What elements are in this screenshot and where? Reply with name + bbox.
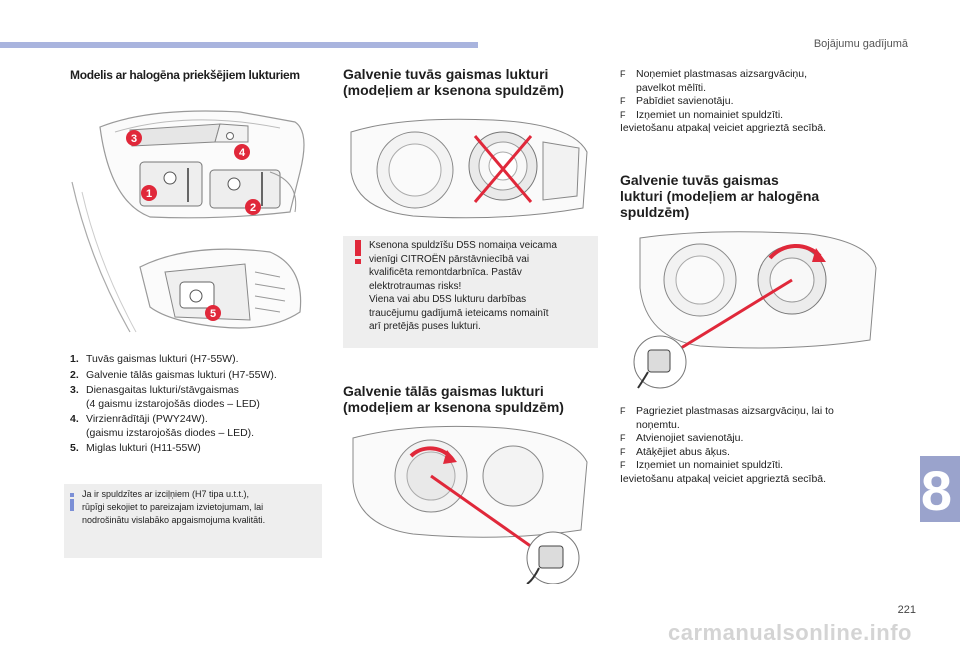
xenon-dipped-illustration — [343, 112, 595, 224]
headlamp-overview-illustration: 3 4 1 2 5 — [71, 110, 305, 333]
list-item-number: 4. — [70, 413, 79, 425]
step-item: F Atvienojiet savienotāju. — [620, 432, 882, 446]
callout-2: 2 — [245, 199, 261, 215]
list-item: 5. Miglas lukturi (H11-55W) — [70, 442, 328, 456]
heading-line: Galvenie tālās gaismas lukturi — [343, 383, 544, 399]
xenon-main-beam-heading: Galvenie tālās gaismas lukturi (modeļiem… — [343, 383, 564, 415]
halogen-steps: F Pagrieziet plastmasas aizsargvāciņu, l… — [620, 405, 882, 486]
info-note: Ja ir spuldzītes ar izciļņiem (H7 tipa u… — [64, 484, 322, 558]
step-bullet: F — [620, 460, 626, 470]
list-item: 2. Galvenie tālās gaismas lukturi (H7-55… — [70, 369, 328, 383]
callout-4: 4 — [234, 144, 250, 160]
list-item-number: 2. — [70, 368, 79, 381]
xenon-steps: F Noņemiet plastmasas aizsargvāciņu,pave… — [620, 68, 880, 136]
section-title: Bojājumu gadījumā — [813, 38, 908, 50]
reassembly-note: Ievietošanu atpakaļ veiciet apgrieztā se… — [620, 122, 827, 134]
step-bullet: F — [620, 433, 626, 443]
heading-line: Galvenie tuvās gaismas — [620, 172, 779, 188]
step-text: Noņemiet plastmasas aizsargvāciņu, — [636, 68, 807, 80]
chapter-tab — [920, 456, 960, 522]
callout-5: 5 — [205, 305, 221, 321]
list-item-text: Dienasgaitas lukturi/stāvgaismas — [86, 384, 239, 396]
step-text: Izņemiet un nomainiet spuldzīti. — [636, 108, 784, 121]
list-item-text: Tuvās gaismas lukturi (H7-55W). — [86, 353, 239, 365]
step-item: F Izņemiet un nomainiet spuldzīti. — [620, 109, 880, 123]
list-item: 1. Tuvās gaismas lukturi (H7-55W). — [70, 353, 328, 367]
step-text: Izņemiet un nomainiet spuldzīti. — [636, 459, 784, 471]
xenon-dipped-heading: Galvenie tuvās gaismas lukturi (modeļiem… — [343, 66, 564, 98]
warning-text: traucējumu gadījumā ieteicams nomainīt — [369, 307, 549, 319]
halogen-dipped-heading: Galvenie tuvās gaismas lukturi (modeļiem… — [620, 172, 819, 220]
warning-text: Ksenona spuldzīšu D5S nomaiņa veicama — [369, 240, 557, 251]
info-icon — [70, 493, 74, 511]
callout-3-label: 3 — [131, 133, 137, 145]
step-text: Atāķējiet abus āķus. — [636, 445, 730, 458]
watermark: carmanualsonline.info — [668, 620, 912, 645]
warning-exclamation-icon — [355, 240, 361, 264]
callout-4-label: 4 — [239, 147, 246, 159]
page-number: 221 — [897, 604, 916, 616]
warning-text: vienīgi CITROËN pārstāvniecībā vai — [369, 253, 530, 265]
list-item-number: 1. — [70, 353, 79, 365]
list-item: 4. Virzienrādītāji (PWY24W).(gaismu izst… — [70, 413, 328, 440]
step-item: F Noņemiet plastmasas aizsargvāciņu,pave… — [620, 68, 880, 95]
list-item-number: 5. — [70, 442, 79, 454]
list-item-number: 3. — [70, 384, 79, 396]
step-text: Pagrieziet plastmasas aizsargvāciņu, lai… — [636, 405, 834, 417]
step-bullet: F — [620, 109, 626, 120]
warning-text: elektrotraumas risks! — [369, 280, 462, 292]
step-item: F Pagrieziet plastmasas aizsargvāciņu, l… — [620, 405, 882, 432]
step-item: F Atāķējiet abus āķus. — [620, 446, 882, 460]
info-text: Ja ir spuldzītes ar izciļņiem (H7 tipa u… — [82, 489, 250, 499]
info-text: rūpīgi sekojiet to pareizajam izvietojum… — [82, 502, 264, 512]
header-accent-bar — [0, 42, 478, 48]
step-item: F Izņemiet un nomainiet spuldzīti. — [620, 459, 882, 473]
step-bullet: F — [620, 96, 626, 106]
list-item-text: Virzienrādītāji (PWY24W). — [86, 413, 208, 425]
halogen-model-heading: Modelis ar halogēna priekšējiem lukturie… — [70, 68, 300, 82]
halogen-dipped-illustration — [633, 231, 877, 389]
step-text: Atvienojiet savienotāju. — [636, 432, 744, 444]
list-item-text: (4 gaismu izstarojošās diodes – LED) — [86, 397, 260, 410]
step-text: noņemtu. — [636, 418, 680, 431]
info-text: nodrošinātu vislabāko apgaismojuma kvali… — [82, 515, 266, 525]
list-item-text: (gaismu izstarojošās diodes – LED). — [86, 426, 255, 439]
step-bullet: F — [620, 69, 626, 79]
warning-text: kvalificēta remontdarbnīca. Pastāv — [369, 267, 522, 278]
step-bullet: F — [620, 446, 626, 457]
xenon-warning: Ksenona spuldzīšu D5S nomaiņa veicama vi… — [343, 236, 598, 348]
warning-text: Viena vai abu D5S lukturu darbības — [369, 294, 527, 305]
list-item-text: Miglas lukturi (H11-55W) — [86, 442, 201, 454]
reassembly-note: Ievietošanu atpakaļ veiciet apgrieztā se… — [620, 472, 827, 485]
xenon-main-beam-illustration — [352, 425, 588, 584]
step-text: pavelkot mēlīti. — [636, 81, 707, 94]
list-item-text: Galvenie tālās gaismas lukturi (H7-55W). — [86, 368, 277, 381]
callout-2-label: 2 — [250, 202, 256, 214]
heading-line: Galvenie tuvās gaismas lukturi — [343, 66, 549, 82]
callout-1: 1 — [141, 185, 157, 201]
chapter-number: 8 — [920, 459, 952, 522]
step-item: F Pabīdiet savienotāju. — [620, 95, 880, 109]
callout-1-label: 1 — [146, 188, 152, 200]
list-item: 3. Dienasgaitas lukturi/stāvgaismas(4 ga… — [70, 384, 328, 411]
heading-line: lukturi (modeļiem ar halogēna — [620, 188, 820, 204]
step-bullet: F — [620, 406, 626, 416]
warning-text: arī pretējās puses lukturi. — [369, 321, 481, 332]
heading-line: (modeļiem ar ksenona spuldzēm) — [343, 82, 564, 98]
step-text: Pabīdiet savienotāju. — [636, 95, 734, 107]
heading-line: (modeļiem ar ksenona spuldzēm) — [343, 399, 564, 415]
bulb-list: 1. Tuvās gaismas lukturi (H7-55W). 2. Ga… — [70, 353, 328, 458]
callout-5-label: 5 — [210, 308, 216, 320]
heading-line: spuldzēm) — [620, 204, 690, 220]
callout-3: 3 — [126, 130, 142, 146]
